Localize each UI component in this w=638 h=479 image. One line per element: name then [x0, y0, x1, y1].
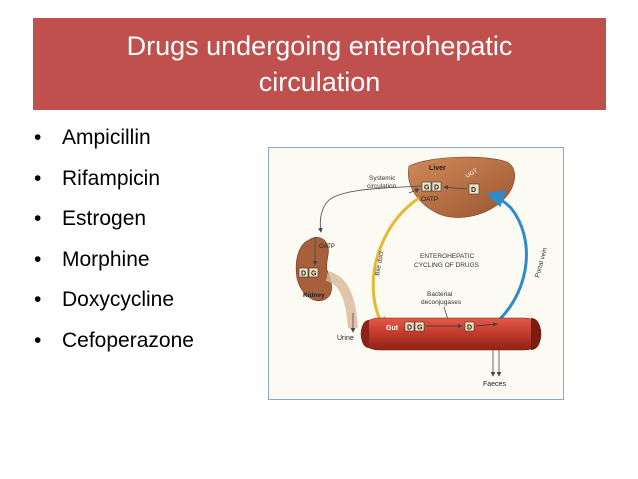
gut-d2-letter: D: [467, 325, 472, 332]
bullet-glyph: •: [34, 288, 42, 311]
urine-label: Urine: [337, 335, 354, 342]
enterohepatic-diagram: Liver UGT G D D OATP Systemic circulatio…: [268, 147, 564, 400]
drug-name: Morphine: [62, 247, 150, 271]
drug-name: Doxycycline: [62, 288, 175, 311]
liver-d-letter: D: [434, 185, 439, 192]
liver-label: Liver: [429, 165, 446, 172]
diagram-svg: Liver UGT G D D OATP Systemic circulatio…: [295, 156, 549, 388]
gut-d2-box: [464, 321, 475, 332]
portal-vein: [486, 190, 528, 322]
portal-vein-label: Portal vein: [534, 247, 549, 279]
kidney-g-box: [308, 267, 319, 278]
kidney-d-box: [298, 267, 309, 278]
liver-d2-box: [468, 183, 480, 195]
drug-list-item: • Ampicillin: [34, 118, 194, 159]
ugt-label: UGT: [465, 168, 479, 180]
kidney-label: Kidney: [303, 292, 325, 299]
kidney-g-letter: G: [311, 271, 317, 278]
gut-g-letter: G: [417, 325, 423, 332]
drug-name: Estrogen: [62, 207, 147, 230]
ureter: [325, 271, 358, 329]
drug-list: • Ampicillin • Rifampicin • Estrogen • Morph…: [34, 118, 194, 361]
drug-list-item: • Estrogen: [34, 199, 194, 240]
cycle-label-1: ENTEROHEPATIC: [420, 253, 475, 260]
gut-end-right: [531, 318, 541, 350]
bullet-glyph: •: [34, 207, 42, 230]
slide-title: Drugs undergoing enterohepatic circulati…: [33, 28, 606, 100]
bacterial-label-1: Bacterial: [427, 291, 453, 298]
gut-d-box: [404, 321, 415, 332]
kidney-oatp-label: OATP: [319, 244, 335, 250]
drug-list-item: • Rifampicin: [34, 159, 194, 200]
bullet-glyph: •: [34, 166, 42, 190]
bullet-glyph: •: [34, 247, 42, 271]
bullet-glyph: •: [34, 126, 42, 149]
slide-title-line-2: circulation: [258, 67, 381, 97]
slide-title-line-1: Drugs undergoing enterohepatic: [126, 31, 513, 61]
liver-d2-letter: D: [471, 187, 476, 194]
bile-duct-label: Bile duct: [374, 250, 385, 276]
liver-d-box: [431, 181, 442, 192]
gut-end-left: [361, 320, 369, 348]
gut-label: Gut: [386, 325, 399, 332]
kidney-d-letter: D: [301, 271, 306, 278]
drug-name: Ampicillin: [62, 126, 151, 149]
bullet-glyph: •: [34, 328, 42, 352]
title-bar: Drugs undergoing enterohepatic circulati…: [33, 18, 606, 110]
gut-d-letter: D: [407, 325, 412, 332]
drug-name: Cefoperazone: [62, 328, 194, 352]
gut-exit-arrow: [475, 321, 498, 327]
gut-tube: [360, 317, 542, 351]
bacterial-label-2: deconjugases: [421, 299, 462, 306]
drug-list-item: • Cefoperazone: [34, 321, 194, 362]
liver-oatp-label: OATP: [421, 196, 438, 203]
cycle-label-2: CYCLING OF DRUGS: [414, 262, 480, 269]
liver-g-box: [421, 181, 432, 192]
systemic-label-2: circulation: [367, 183, 397, 190]
drug-name: Rifampicin: [62, 166, 161, 190]
liver-entry-arrow: [408, 188, 420, 194]
faeces-label: Faeces: [483, 381, 506, 388]
drug-list-item: • Morphine: [34, 240, 194, 281]
systemic-label-1: Systemic: [369, 175, 396, 182]
gut-g-box: [414, 321, 425, 332]
liver-g-letter: G: [424, 185, 430, 192]
drug-list-item: • Doxycycline: [34, 280, 194, 321]
systemic-arrow: [317, 185, 422, 233]
liver-internal-arrow: [443, 184, 468, 190]
